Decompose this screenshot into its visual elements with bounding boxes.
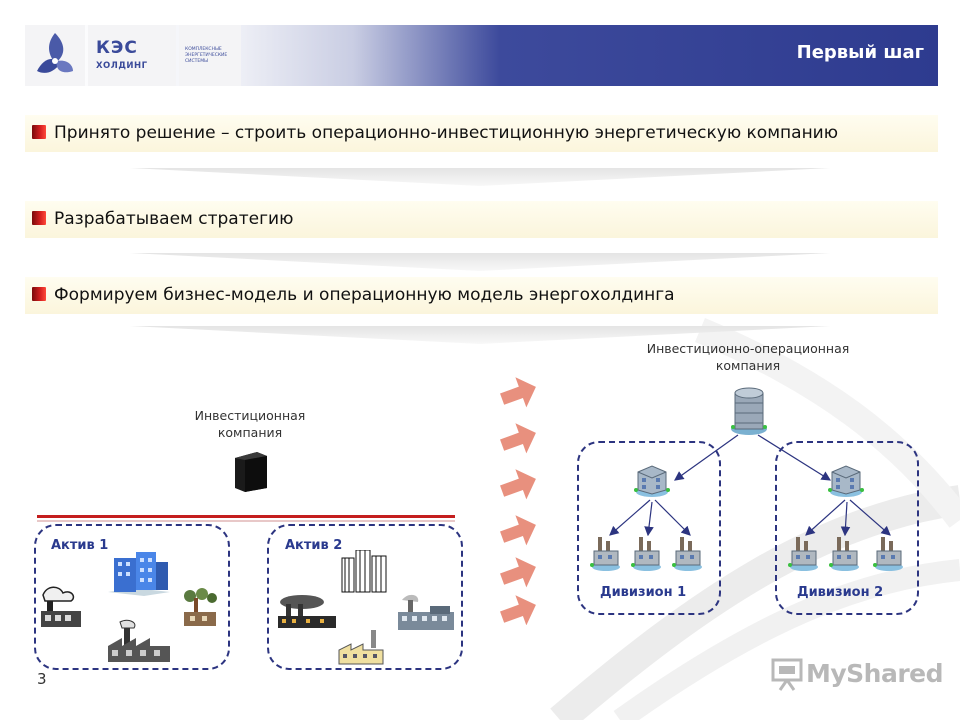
division-1-group: [577, 441, 721, 615]
server-tower-icon: [235, 452, 267, 492]
plant-node-icon: [672, 537, 702, 571]
investment-company-label: Инвестиционная компания: [194, 408, 306, 440]
connector-line: [37, 520, 455, 522]
arrow-right-icon: [496, 551, 541, 595]
building-node-icon: [634, 465, 670, 497]
watermark-text: MyShared: [806, 659, 944, 688]
arrow-right-icon: [496, 375, 541, 415]
page-title: Первый шаг: [796, 42, 924, 63]
asset-2-group: [267, 524, 463, 670]
division-2-label: Дивизион 2: [797, 585, 884, 600]
logo-swirl-icon: [37, 33, 73, 73]
chevron-divider-1: [130, 168, 830, 186]
asset-1-group: [34, 524, 230, 670]
presentation-board-icon: [771, 658, 803, 691]
factory-icon: [41, 586, 81, 627]
industrial-plant-icon: [278, 595, 336, 628]
chevron-divider-2: [130, 253, 830, 271]
skyscraper-icon: [341, 550, 387, 593]
building-node-icon: [828, 465, 864, 497]
plant-node-icon: [590, 537, 620, 571]
red-bullet-icon: [32, 125, 46, 139]
industrial-plant-icon: [398, 594, 454, 630]
logo-name-block: КЭС ХОЛДИНГ: [88, 25, 176, 86]
power-station-icon: [338, 630, 384, 665]
division-1-label: Дивизион 1: [600, 585, 687, 600]
statement-bar-1: Принято решение – строить операционно-ин…: [25, 115, 938, 152]
logo-subtitle: КОМПЛЕКСНЫЕ ЭНЕРГЕТИЧЕСКИЕ СИСТЕМЫ: [185, 47, 228, 64]
arrow-right-icon: [496, 509, 541, 553]
statement-text-2: Разрабатываем стратегию: [54, 209, 294, 229]
plant-node-icon: [829, 537, 859, 571]
statement-text-1: Принято решение – строить операционно-ин…: [54, 123, 839, 143]
connector-line: [37, 515, 455, 518]
statement-bar-3: Формируем бизнес-модель и операционную м…: [25, 277, 938, 314]
server-rack-icon: [731, 387, 767, 435]
logo-abbr: КЭС: [96, 38, 138, 58]
factory-icon: [184, 588, 217, 626]
plant-node-icon: [873, 537, 903, 571]
red-bullet-icon: [32, 211, 46, 225]
office-building-icon: [108, 552, 170, 596]
chevron-divider-3: [130, 326, 830, 344]
operational-company-label: Инвестиционно-операционная компания: [646, 341, 850, 373]
factory-icon: [108, 619, 170, 662]
company-logo: [25, 25, 85, 86]
plant-node-icon: [788, 537, 818, 571]
transition-arrows: [496, 375, 541, 625]
logo-word: ХОЛДИНГ: [96, 61, 148, 71]
division-2-group: [775, 441, 919, 615]
arrow-right-icon: [496, 589, 541, 625]
arrow-right-icon: [496, 463, 541, 507]
plant-node-icon: [631, 537, 661, 571]
page-number: 3: [37, 670, 47, 688]
asset-2-label: Актив 2: [285, 538, 343, 553]
statement-text-3: Формируем бизнес-модель и операционную м…: [54, 285, 675, 305]
statement-bar-2: Разрабатываем стратегию: [25, 201, 938, 238]
logo-subtitle-block: КОМПЛЕКСНЫЕ ЭНЕРГЕТИЧЕСКИЕ СИСТЕМЫ: [179, 25, 241, 86]
red-bullet-icon: [32, 287, 46, 301]
arrow-right-icon: [496, 417, 541, 461]
header-banner: КЭС ХОЛДИНГ КОМПЛЕКСНЫЕ ЭНЕРГЕТИЧЕСКИЕ С…: [25, 25, 938, 86]
asset-1-label: Актив 1: [51, 538, 109, 553]
